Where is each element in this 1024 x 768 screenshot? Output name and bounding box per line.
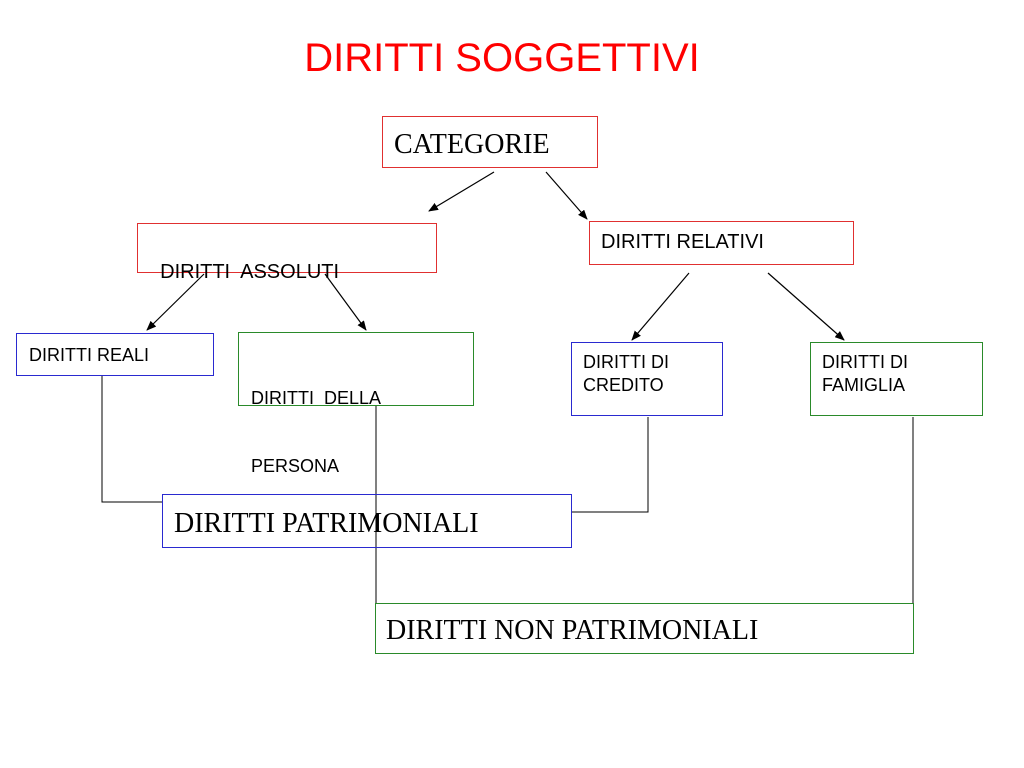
node-diritti-non-patrimoniali: DIRITTI NON PATRIMONIALI <box>375 603 914 654</box>
arrow-assoluti-persona <box>324 273 367 331</box>
node-diritti-di-famiglia: DIRITTI DI FAMIGLIA <box>810 342 983 416</box>
node-diritti-di-famiglia-line2: FAMIGLIA <box>822 374 906 395</box>
node-diritti-reali: DIRITTI REALI <box>16 333 214 376</box>
node-diritti-reali-label: DIRITTI REALI <box>29 345 150 365</box>
node-diritti-della-persona-line1: DIRITTI DELLA <box>251 388 382 408</box>
node-diritti-assoluti-label: DIRITTI ASSOLUTI <box>160 261 340 283</box>
arrow-categorie-assoluti <box>428 171 495 212</box>
arrow-relativi-credito <box>631 272 690 341</box>
node-categorie: CATEGORIE <box>382 116 598 168</box>
node-diritti-patrimoniali-label: DIRITTI PATRIMONIALI <box>174 508 479 539</box>
connector-reali-patrimoniali <box>101 375 163 503</box>
node-diritti-assoluti: DIRITTI ASSOLUTI <box>137 223 437 283</box>
node-diritti-di-famiglia-line1: DIRITTI DI <box>822 352 908 372</box>
node-diritti-patrimoniali: DIRITTI PATRIMONIALI <box>162 494 572 548</box>
node-diritti-relativi: DIRITTI RELATIVI <box>589 221 854 265</box>
node-diritti-della-persona-line2: PERSONA <box>251 455 340 476</box>
node-diritti-di-credito: DIRITTI DI CREDITO <box>571 342 723 416</box>
page-title: DIRITTI SOGGETTIVI <box>304 36 700 80</box>
node-diritti-della-persona: DIRITTI DELLA PERSONA <box>238 332 474 476</box>
arrow-relativi-famiglia <box>767 272 845 341</box>
node-diritti-relativi-label: DIRITTI RELATIVI <box>601 231 764 253</box>
connector-credito-patrimoniali <box>571 417 649 513</box>
node-diritti-di-credito-line2: CREDITO <box>583 374 664 395</box>
arrow-assoluti-reali <box>146 273 205 331</box>
node-categorie-label: CATEGORIE <box>394 129 550 160</box>
arrow-categorie-relativi <box>545 171 588 220</box>
node-diritti-di-credito-line1: DIRITTI DI <box>583 352 669 372</box>
node-diritti-non-patrimoniali-label: DIRITTI NON PATRIMONIALI <box>386 615 759 646</box>
